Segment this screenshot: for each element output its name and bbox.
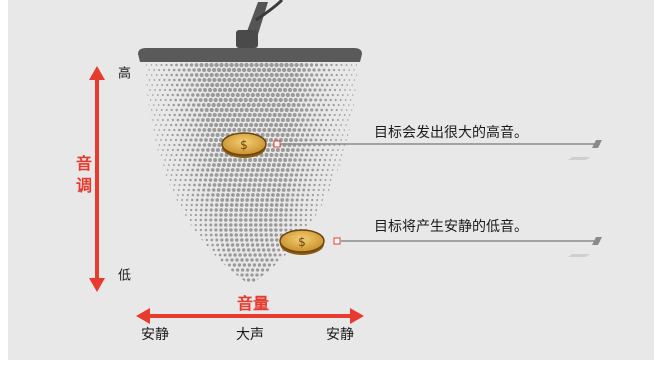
pitch-arrow: [89, 66, 105, 292]
pitch-low-label: 低: [115, 268, 130, 281]
target-description-low: 目标将产生安静的低音。: [374, 219, 528, 235]
svg-text:$: $: [240, 138, 248, 152]
pitch-title: 音调: [73, 155, 92, 199]
target-description-high: 目标会发出很大的高音。: [374, 125, 528, 141]
pitch-high-label: 高: [115, 66, 130, 79]
leader-line-high: [281, 140, 602, 160]
svg-text:$: $: [298, 235, 306, 249]
target-marker-high: [273, 140, 281, 148]
detection-cone: [145, 58, 358, 282]
leader-line-low: [341, 237, 602, 257]
volume-left-label: 安静: [141, 327, 169, 343]
target-marker-low: [333, 237, 341, 245]
coin-target-low: $: [279, 229, 325, 255]
volume-center-label: 大声: [236, 327, 264, 343]
detector-shaft: [236, 0, 284, 48]
volume-arrow: [136, 308, 364, 324]
coin-target-high: $: [221, 132, 267, 158]
volume-right-label: 安静: [326, 327, 354, 343]
volume-title: 音量: [236, 294, 269, 313]
search-coil: [138, 48, 362, 62]
